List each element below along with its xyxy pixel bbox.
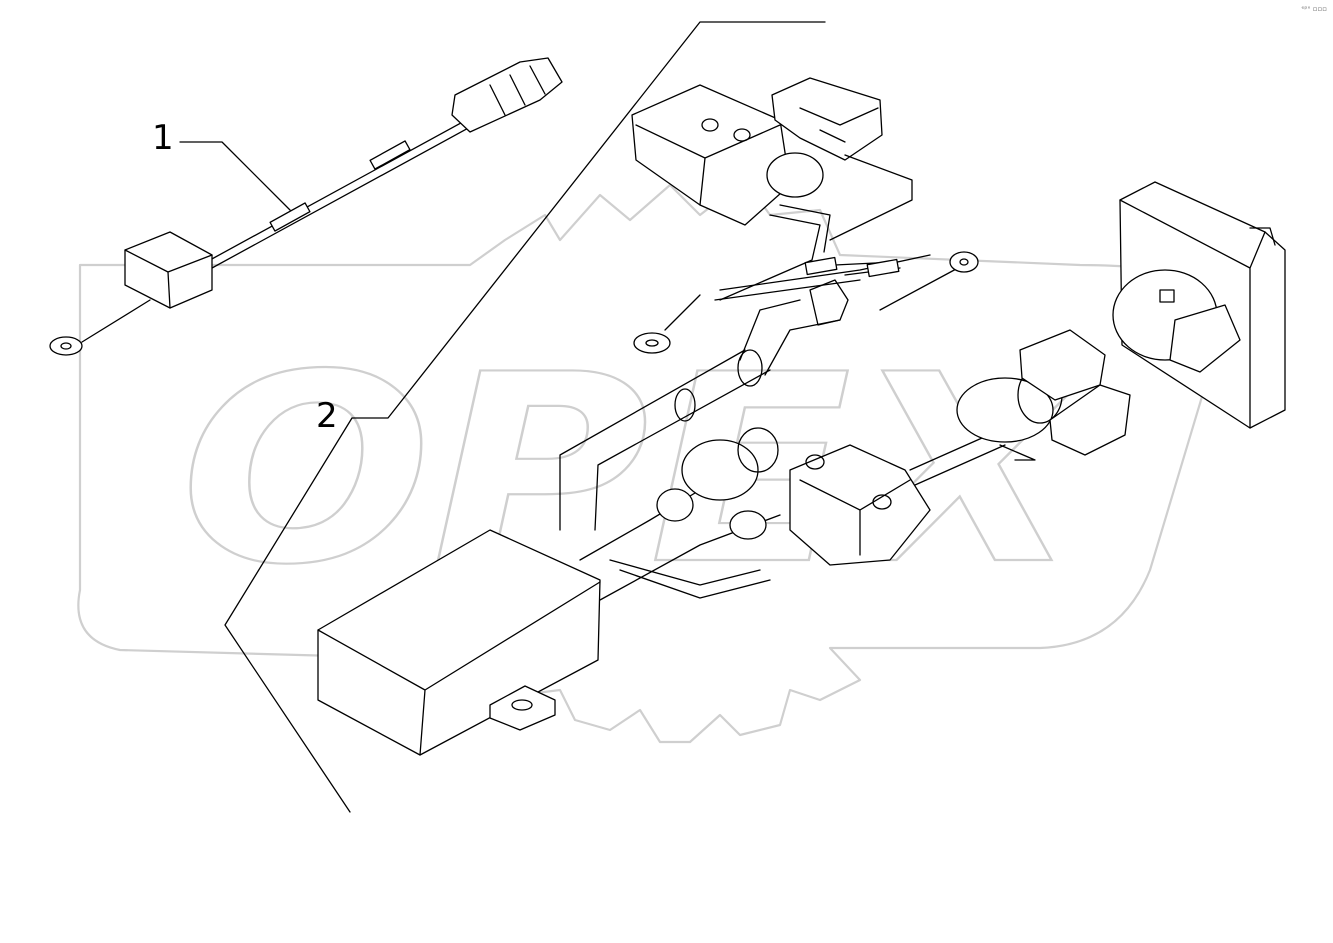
corner-mark: ᵉᵖˣ ▫▫▫ — [1301, 5, 1327, 13]
callout-label-2: 2 — [316, 396, 338, 436]
ring-terminal-left — [633, 332, 671, 354]
round-connector-1-plug — [656, 488, 694, 522]
callout-label-1: 1 — [152, 118, 174, 158]
round-connector-2 — [956, 377, 1054, 443]
multi-pin-connector-lower — [1049, 384, 1131, 456]
blade-terminal-2 — [866, 258, 900, 278]
ring-terminal-left-wire — [664, 294, 701, 331]
part-1-connector — [451, 57, 563, 133]
part-1-ring-terminal — [49, 336, 83, 356]
part-1-sleeve-2 — [269, 202, 311, 232]
blade-terminal-1 — [804, 256, 838, 276]
fuse-holder — [809, 279, 849, 326]
ring-terminal-right-wire — [879, 267, 959, 311]
opex-watermark: OPEX — [77, 178, 1227, 744]
part-1-module — [124, 231, 213, 309]
part-1-cable-main — [209, 117, 471, 261]
part-1-cable — [49, 57, 563, 356]
leader-lines — [179, 21, 826, 813]
ring-terminal-right — [949, 251, 979, 273]
leader-line-1 — [179, 141, 291, 211]
part-2-harness — [317, 77, 1286, 756]
leader-line-2-upper — [351, 21, 826, 419]
relay-cylinder — [766, 152, 824, 198]
housing-plug — [1169, 304, 1241, 373]
leader-line-2-lower — [224, 417, 353, 813]
trunk-upper — [559, 349, 746, 531]
top-connector-wire — [829, 154, 913, 241]
bracket-connector — [789, 444, 931, 566]
part-1-ground-lead — [81, 299, 151, 343]
small-plug — [729, 510, 767, 540]
watermark-text: OPEX — [180, 320, 1092, 622]
part-1-sleeve — [369, 140, 411, 170]
mounting-tab — [489, 685, 556, 731]
watermark-gear-outline — [77, 178, 1227, 744]
breakout-box — [317, 529, 601, 756]
round-connector-1 — [681, 439, 759, 501]
